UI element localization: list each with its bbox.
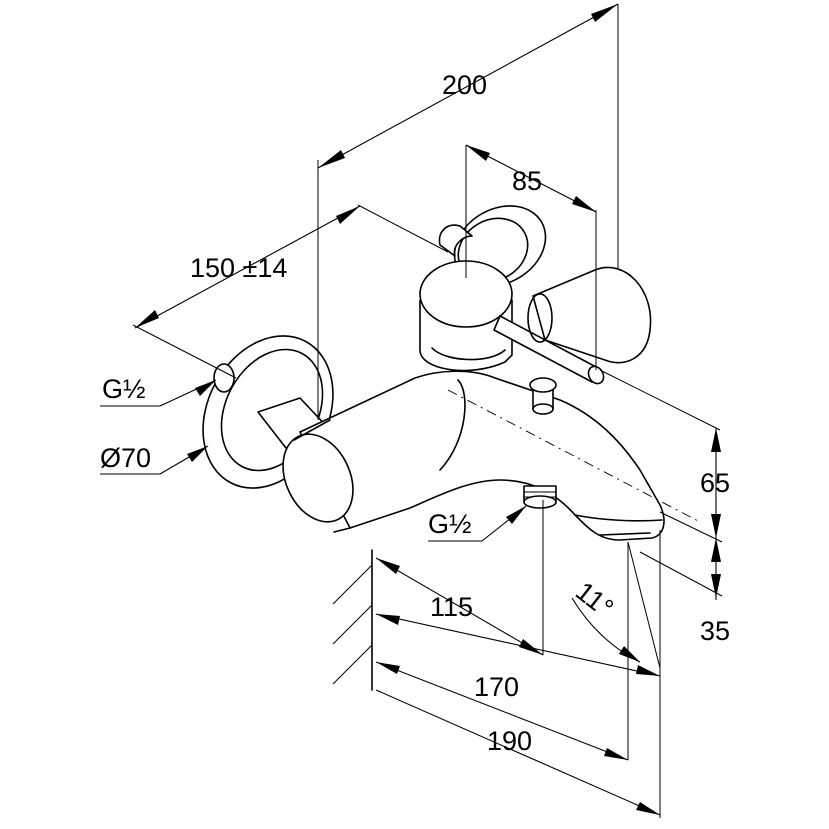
label-g-half-bottom: G½ bbox=[428, 509, 472, 539]
outlet-thread bbox=[523, 485, 557, 509]
diverter-button bbox=[529, 377, 557, 415]
label-200: 200 bbox=[442, 70, 487, 100]
lever-handle bbox=[527, 266, 652, 364]
label-35: 35 bbox=[700, 616, 730, 646]
wall-hatching bbox=[332, 549, 373, 691]
dimension-labels: 200 85 150 ±14 G½ Ø70 G½ 65 35 115 170 1… bbox=[100, 70, 730, 756]
label-190: 190 bbox=[487, 726, 532, 756]
label-150: 150 ±14 bbox=[190, 253, 287, 283]
cartridge-column bbox=[419, 260, 513, 372]
body-end-cap bbox=[282, 433, 354, 523]
label-angle-11: 11° bbox=[570, 576, 619, 624]
label-170: 170 bbox=[474, 672, 519, 702]
body-and-spout bbox=[299, 370, 665, 541]
dimension-lines bbox=[100, 3, 723, 818]
label-diameter-70: Ø70 bbox=[100, 443, 151, 473]
label-85: 85 bbox=[512, 166, 542, 196]
label-115: 115 bbox=[430, 592, 473, 622]
faucet-body bbox=[202, 205, 701, 541]
label-65: 65 bbox=[700, 468, 730, 498]
label-g-half-left: G½ bbox=[102, 374, 146, 404]
